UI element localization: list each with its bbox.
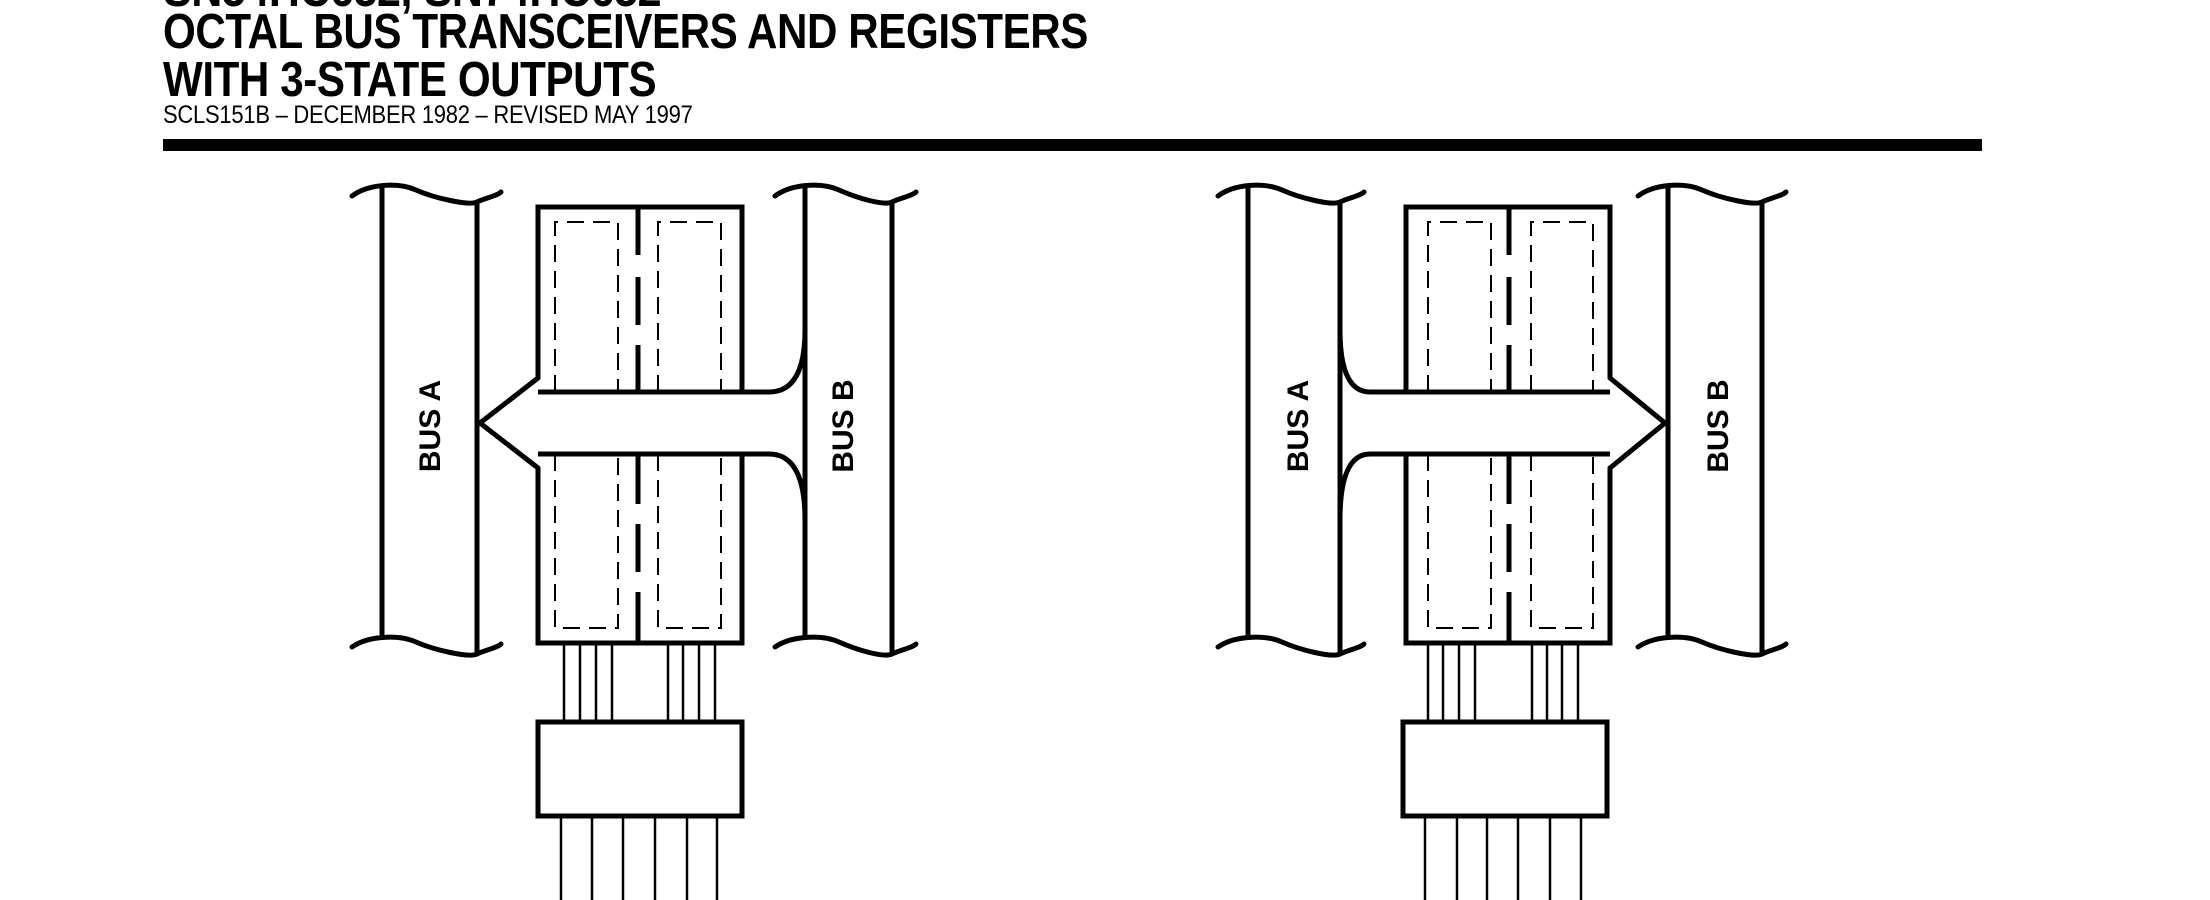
bus-break-top [772,182,919,206]
upper-register-block [1427,207,1594,392]
upper-block-outline [1337,204,1613,395]
dashed-register-cell-1 [554,221,619,392]
lower-register-block [1427,454,1594,643]
bus-a-label: BUS A [1282,380,1315,472]
figure-geometry [349,182,919,900]
bus-b-label: BUS B [827,379,860,472]
dashed-register-cell-2 [657,221,722,392]
part-numbers: SN54HC652, SN74HC652 [163,0,662,18]
control-logic-box [1400,719,1610,819]
dashed-register-cell-2 [657,454,722,629]
figure-geometry [1215,182,1789,900]
direction-arrow-head [1607,375,1669,471]
bus-a [349,182,504,658]
bus-break-top [1635,182,1789,206]
upper-register-block [554,207,722,392]
dashed-register-cell-1 [1427,221,1492,392]
dashed-register-cell-2 [1530,454,1594,629]
bus-break-top [1215,182,1367,206]
title-line-1: OCTAL BUS TRANSCEIVERS AND REGISTERS [163,5,1088,59]
bus-a-label: BUS A [414,380,447,472]
bus-b [1635,182,1789,658]
dashed-register-cell-2 [1530,221,1594,392]
bus-a [1215,182,1367,658]
dashed-register-cell-1 [1427,454,1492,629]
figure-bus-b-to-a: BUS A BUS B [349,182,919,900]
figure-bus-a-to-b: BUS A BUS B [1215,182,1789,900]
control-logic-box [535,719,745,819]
direction-arrow-head [475,375,541,471]
bus-break-bottom [772,634,919,658]
upper-block-outline [535,204,808,395]
lower-block-outline [535,451,808,646]
lower-block-outline [1337,451,1613,646]
document-info: SCLS151B – DECEMBER 1982 – REVISED MAY 1… [163,101,693,129]
bus-b-label: BUS B [1702,379,1735,472]
bus-b [772,182,919,658]
header-rule [163,139,1982,151]
bus-break-top [349,182,504,206]
dashed-register-cell-1 [554,454,619,629]
lower-register-block [554,454,722,643]
title-line-2: WITH 3-STATE OUTPUTS [163,53,657,107]
